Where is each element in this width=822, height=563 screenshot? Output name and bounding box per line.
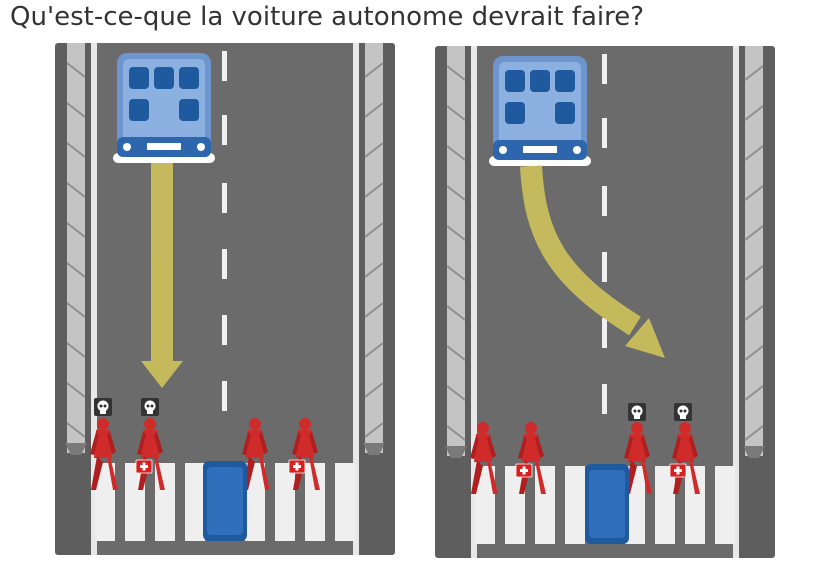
skull-icon <box>94 398 112 416</box>
autonomous-car <box>489 56 591 166</box>
scenario-illustration-left <box>55 43 395 555</box>
road-block <box>203 461 247 541</box>
skull-icon <box>674 403 692 421</box>
trajectory-arrow <box>520 165 665 358</box>
page-title: Qu'est-ce-que la voiture autonome devrai… <box>10 2 645 32</box>
autonomous-car <box>113 53 215 163</box>
scenario-option-left[interactable] <box>55 43 395 555</box>
scenario-option-right[interactable] <box>435 46 775 558</box>
scenario-illustration-right <box>435 46 775 558</box>
skull-icon <box>628 403 646 421</box>
trajectory-arrow <box>141 163 183 388</box>
road-block <box>585 464 629 544</box>
lane-divider <box>222 51 227 411</box>
right-barrier <box>363 43 385 455</box>
right-barrier <box>743 46 765 458</box>
lane-divider <box>602 54 607 414</box>
left-barrier <box>65 43 87 455</box>
left-barrier <box>445 46 467 458</box>
skull-icon <box>141 398 159 416</box>
